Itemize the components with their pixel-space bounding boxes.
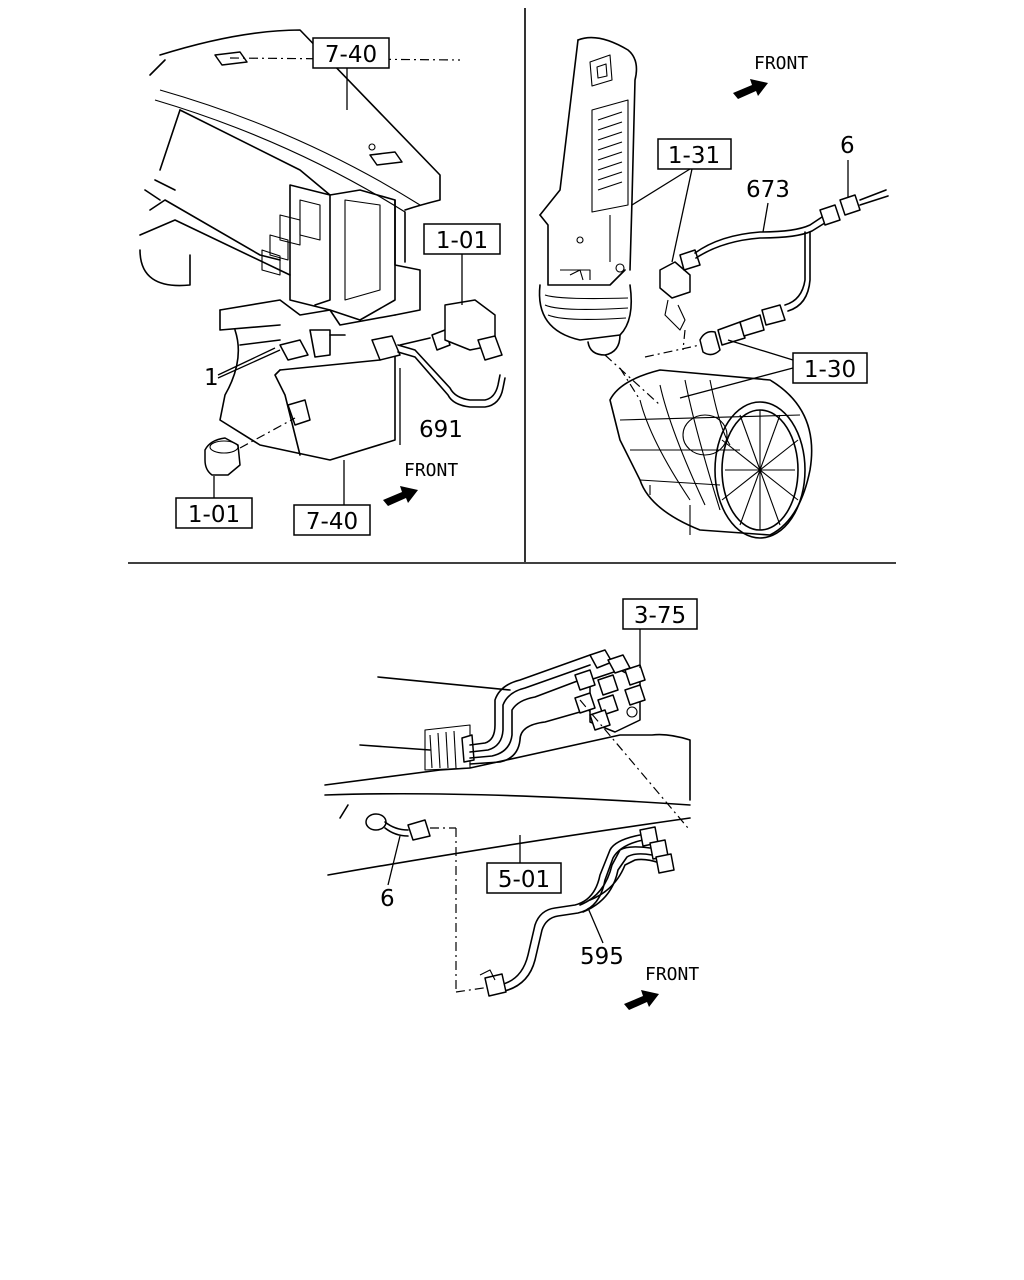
front-indicator-bottom: FRONT — [624, 964, 699, 1010]
svg-text:1-01: 1-01 — [436, 228, 488, 254]
callout-7-40-top: 7-40 — [312, 37, 390, 110]
front-indicator-top-right: FRONT — [733, 53, 808, 99]
callout-1-01-bottom: 1-01 — [175, 476, 253, 529]
callout-1-30: 1-30 — [679, 339, 868, 399]
svg-text:6: 6 — [380, 886, 395, 912]
svg-text:7-40: 7-40 — [325, 42, 377, 68]
front-arrow-icon — [383, 486, 418, 506]
callout-1-01-right: 1-01 — [423, 223, 501, 305]
dashboard-illustration — [139, 29, 506, 476]
svg-text:FRONT: FRONT — [754, 53, 808, 74]
svg-text:3-75: 3-75 — [634, 603, 686, 629]
svg-text:1: 1 — [204, 365, 219, 391]
callout-1-31: 1-31 — [631, 138, 732, 263]
callout-6-bottom: 6 — [380, 835, 401, 912]
svg-text:1-30: 1-30 — [804, 357, 856, 383]
svg-text:673: 673 — [746, 177, 790, 203]
svg-text:7-40: 7-40 — [306, 509, 358, 535]
svg-text:5-01: 5-01 — [498, 867, 550, 893]
callout-7-40-bottom: 7-40 — [293, 460, 371, 536]
callout-595: 595 — [580, 907, 624, 970]
callout-6-top: 6 — [840, 133, 855, 198]
svg-text:691: 691 — [419, 417, 463, 443]
front-arrow-icon — [624, 990, 659, 1010]
svg-text:6: 6 — [840, 133, 855, 159]
callout-673: 673 — [746, 177, 790, 233]
front-indicator-top-left: FRONT — [383, 460, 458, 506]
svg-text:FRONT: FRONT — [645, 964, 699, 985]
callout-5-01: 5-01 — [486, 835, 562, 894]
front-arrow-icon — [733, 79, 768, 99]
svg-text:1-31: 1-31 — [668, 143, 720, 169]
callout-691: 691 — [399, 368, 463, 445]
svg-text:595: 595 — [580, 944, 624, 970]
frame-illustration — [324, 649, 691, 997]
air-cleaner-illustration — [538, 36, 889, 539]
svg-text:1-01: 1-01 — [188, 502, 240, 528]
callout-1: 1 — [204, 347, 281, 391]
svg-text:FRONT: FRONT — [404, 460, 458, 481]
callout-3-75: 3-75 — [622, 598, 698, 668]
